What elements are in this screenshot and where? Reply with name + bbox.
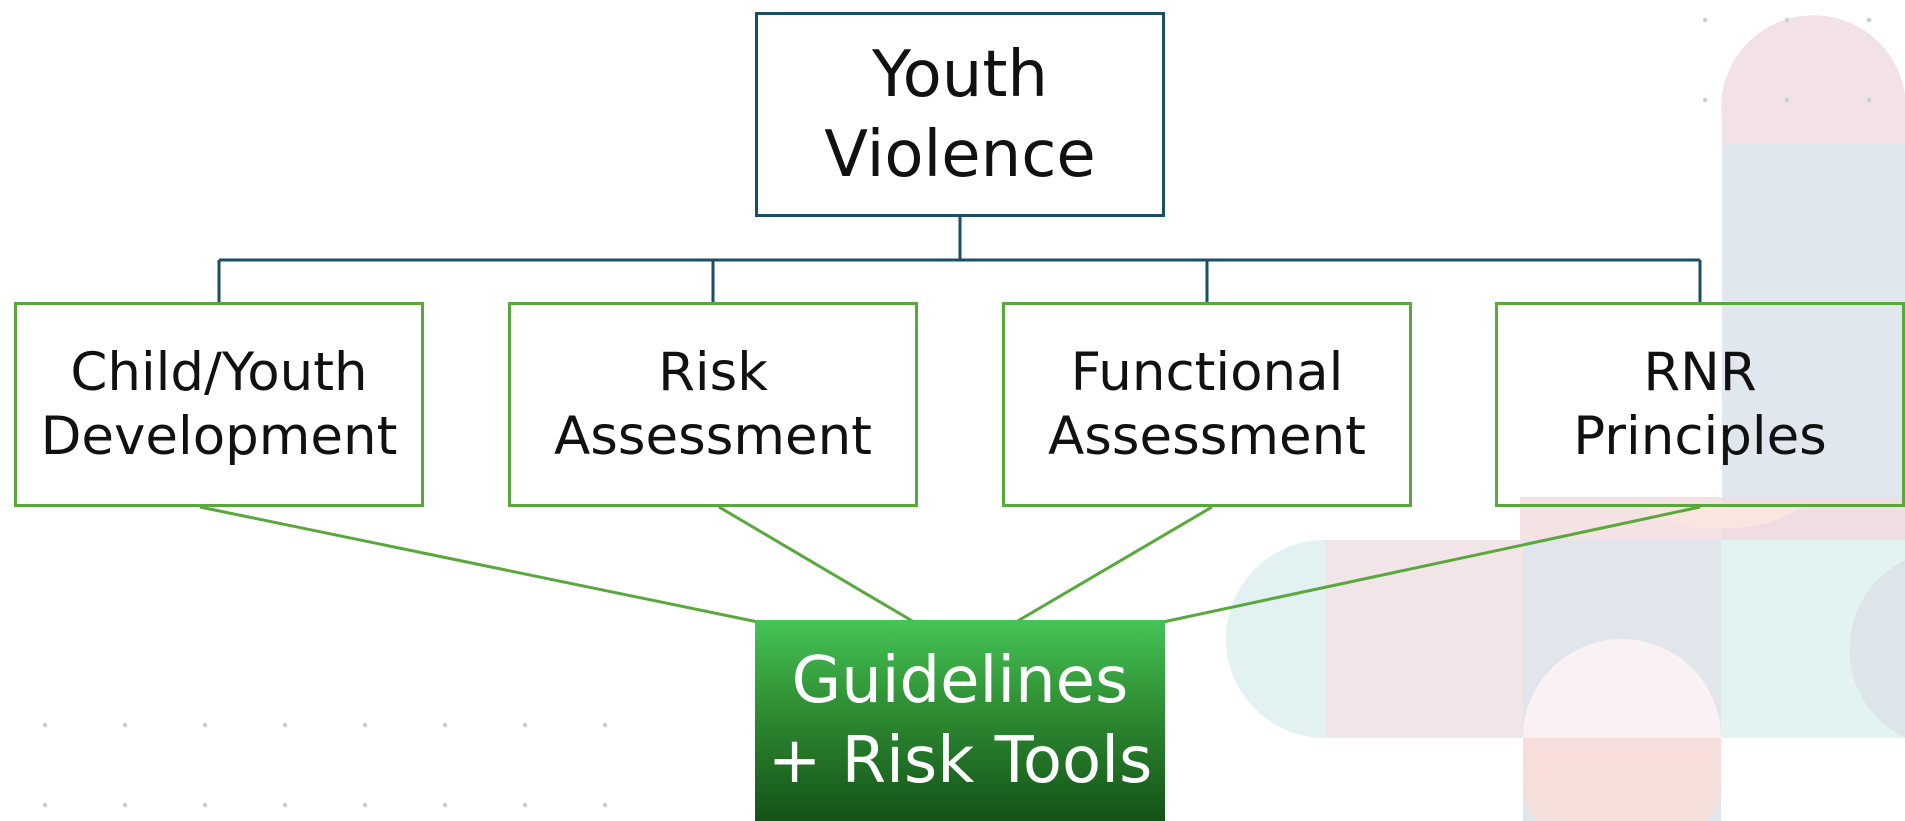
decorative-dot (1702, 17, 1708, 23)
decorative-dot (362, 722, 368, 728)
decorative-dot (362, 802, 368, 808)
node-risk-assessment: Risk Assessment (508, 302, 918, 507)
node-label-line: Assessment (1048, 405, 1366, 467)
decorative-dot (202, 722, 208, 728)
node-guidelines-risk-tools: Guidelines + Risk Tools (755, 620, 1165, 821)
node-functional-assessment: Functional Assessment (1002, 302, 1412, 507)
decorative-dot (42, 722, 48, 728)
decorative-dot (282, 722, 288, 728)
decorative-dot (1866, 17, 1872, 23)
node-label-line: Violence (824, 117, 1096, 192)
node-label-line: RNR (1643, 341, 1757, 403)
node-child-youth-development: Child/Youth Development (14, 302, 424, 507)
decorative-dot (442, 802, 448, 808)
decorative-dot (522, 802, 528, 808)
decorative-dot (442, 722, 448, 728)
decorative-dot (1866, 97, 1872, 103)
decorative-shapes (1226, 15, 1905, 821)
node-label-line: Functional (1070, 341, 1344, 403)
decorative-dot (42, 802, 48, 808)
node-rnr-principles: RNR Principles (1495, 302, 1905, 507)
tree-connectors (217, 217, 1702, 302)
decorative-dot (602, 802, 608, 808)
decorative-dot (522, 722, 528, 728)
decorative-dot (1784, 97, 1790, 103)
decorative-dot (602, 722, 608, 728)
node-label-line: Guidelines (791, 643, 1129, 718)
node-label-line: Development (40, 405, 398, 467)
node-label-line: + Risk Tools (767, 723, 1153, 798)
node-label-line: Risk (658, 341, 768, 403)
node-label-line: Youth (872, 37, 1048, 112)
decorative-dots (42, 17, 1872, 808)
node-label-line: Principles (1573, 405, 1827, 467)
decorative-dot (1784, 17, 1790, 23)
node-label-line: Assessment (554, 405, 872, 467)
node-label-line: Child/Youth (70, 341, 368, 403)
decorative-dot (202, 802, 208, 808)
node-youth-violence: Youth Violence (755, 12, 1165, 217)
decorative-dot (1702, 97, 1708, 103)
decorative-dot (282, 802, 288, 808)
decorative-dot (122, 722, 128, 728)
decorative-dot (122, 802, 128, 808)
converging-connectors (199, 505, 1701, 624)
